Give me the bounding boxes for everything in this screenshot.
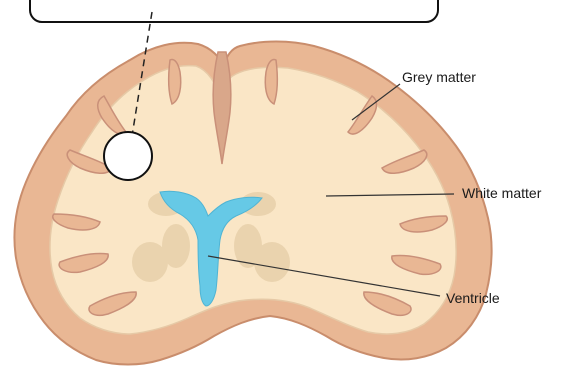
white-matter-label: White matter (462, 185, 542, 201)
nucleus-left-lower (132, 242, 168, 282)
nucleus-right-lower (254, 242, 290, 282)
grey-matter-label: Grey matter (402, 69, 476, 85)
ventricle-label: Ventricle (446, 290, 500, 306)
callout-box (30, 0, 438, 22)
brain (14, 42, 491, 365)
marker-circle (104, 132, 152, 180)
